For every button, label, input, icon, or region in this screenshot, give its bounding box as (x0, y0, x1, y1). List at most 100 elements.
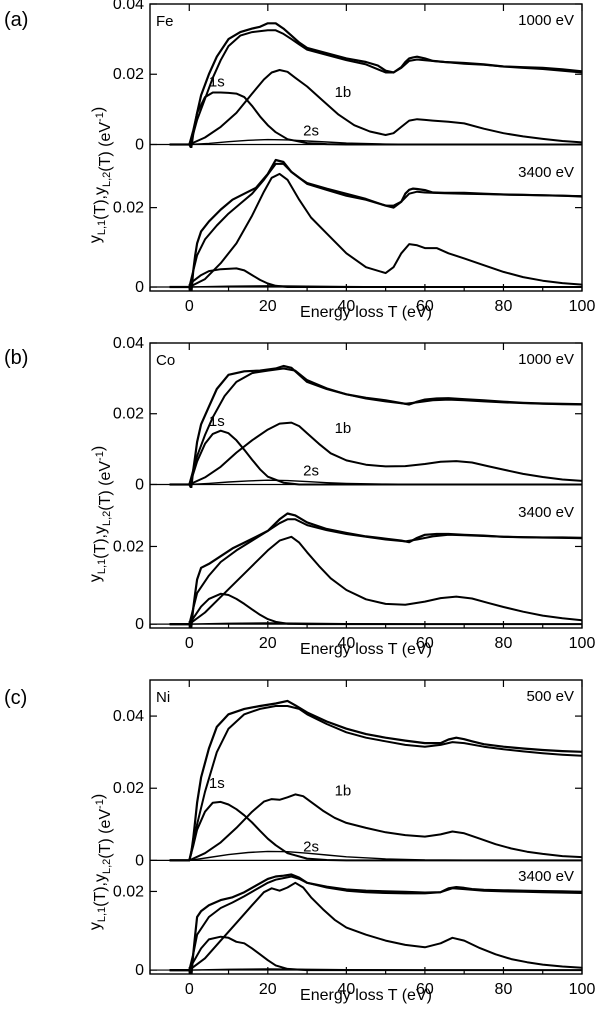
x-tick-label: 80 (495, 635, 513, 652)
y-tick-label: 0.02 (113, 66, 144, 83)
y-tick-label: 0.02 (113, 406, 144, 423)
curve-label-1b: 1b (335, 84, 352, 101)
curve-2s (169, 138, 582, 146)
y-axis-label-part: y (87, 922, 104, 930)
y-tick-label: 0 (135, 476, 144, 493)
curve-1b (169, 421, 582, 486)
curve-measured (169, 699, 582, 862)
y-axis-label-part: (T),y (92, 526, 109, 559)
panel-tag: (c) (4, 687, 27, 709)
curve-2s (169, 479, 582, 486)
curve-fit (169, 29, 582, 146)
curve-1b (169, 793, 582, 862)
y-axis-label-part: L,2 (101, 859, 113, 874)
curve-component (169, 172, 582, 288)
curve-1s (169, 800, 582, 862)
y-axis-label-part: L,2 (101, 511, 113, 526)
energy-label: 3400 eV (518, 868, 574, 885)
energy-label: 1000 eV (518, 351, 574, 368)
curve-fit (169, 875, 582, 972)
x-tick-label: 80 (495, 981, 513, 998)
curve-label-2s: 2s (303, 123, 319, 140)
y-tick-label: 0 (135, 136, 144, 153)
y-tick-label: 0.02 (113, 883, 144, 900)
x-tick-label: 100 (569, 981, 596, 998)
x-tick-label: 0 (185, 298, 194, 315)
y-tick-label: 0.02 (113, 780, 144, 797)
y-tick-label: 0.02 (113, 538, 144, 555)
curve-component (169, 592, 582, 626)
energy-label: 500 eV (526, 688, 574, 705)
y-axis-label-part: L,2 (101, 172, 113, 187)
y-axis-label-part: (T) (eV (97, 461, 114, 511)
y-axis-label: yL,1(T),yL,2(T) (eV-1) (87, 794, 114, 930)
y-tick-label: 0 (135, 852, 144, 869)
x-tick-label: 40 (337, 635, 355, 652)
x-axis-label: Energy loss T (eV) (300, 304, 432, 321)
curve-label-1b: 1b (335, 782, 352, 799)
y-tick-label: 0 (135, 616, 144, 633)
y-axis-label-part: (T) (eV (97, 122, 114, 172)
x-tick-label: 0 (185, 635, 194, 652)
y-tick-label: 0 (135, 279, 144, 296)
y-axis-label-part: -1 (94, 799, 106, 809)
x-tick-label: 60 (416, 298, 434, 315)
curve-label-1b: 1b (335, 420, 352, 437)
y-axis-label-part: y (87, 235, 104, 243)
curve-component (169, 622, 582, 625)
y-axis-label-part: ) (90, 794, 107, 799)
curve-label-1s: 1s (209, 775, 225, 792)
curves-group (169, 699, 582, 862)
y-tick-label: 0.04 (113, 335, 144, 352)
energy-label: 1000 eV (518, 12, 574, 29)
subplot-1: 0 0.02 3400 eV (113, 868, 582, 979)
curves-group (169, 364, 582, 488)
curve-label-1s: 1s (209, 74, 225, 91)
y-axis-label-part: ) (90, 107, 107, 112)
curve-label-2s: 2s (303, 838, 319, 855)
x-tick-label: 20 (259, 981, 277, 998)
curve-label-2s: 2s (303, 463, 319, 480)
curve-component (169, 535, 582, 626)
y-axis-label: yL,1(T),yL,2(T) (eV-1) (87, 446, 114, 582)
curve-measured (169, 364, 582, 488)
x-tick-label: 60 (416, 981, 434, 998)
subplot-0: 0 0.02 0.04 500 eV 1s 1b 2s (113, 688, 582, 869)
element-label: Ni (156, 689, 170, 706)
x-tick-label: 0 (185, 981, 194, 998)
y-axis-label-part: (T),y (92, 187, 109, 220)
plot-frame (149, 679, 583, 975)
curve-fit (169, 367, 582, 486)
curve-component (169, 935, 582, 972)
x-tick-label: 40 (337, 298, 355, 315)
x-tick-label: 100 (569, 298, 596, 315)
curve-fit (169, 518, 582, 626)
y-axis-label-part: (T) (eV (97, 809, 114, 859)
x-tick-label: 60 (416, 635, 434, 652)
x-tick-label: 20 (259, 298, 277, 315)
y-axis-label-part: (T),y (92, 874, 109, 907)
element-label: Co (156, 352, 175, 369)
y-tick-label: 0 (135, 962, 144, 979)
curve-measured (169, 22, 582, 148)
y-axis-label-part: y (87, 574, 104, 582)
y-tick-label: 0.04 (113, 708, 144, 725)
y-axis-label-part: L,1 (96, 907, 108, 922)
panel-tag: (b) (4, 347, 28, 369)
curves-group (169, 873, 582, 974)
y-axis-label: yL,1(T),yL,2(T) (eV-1) (87, 107, 114, 243)
energy-label: 3400 eV (518, 164, 574, 181)
x-tick-label: 80 (495, 298, 513, 315)
x-axis-label: Energy loss T (eV) (300, 641, 432, 658)
curves-group (169, 158, 582, 291)
element-label: Fe (156, 13, 174, 30)
curves-group (169, 512, 582, 628)
y-axis-label-part: ) (90, 446, 107, 451)
curve-fit (169, 705, 582, 862)
x-tick-label: 100 (569, 635, 596, 652)
